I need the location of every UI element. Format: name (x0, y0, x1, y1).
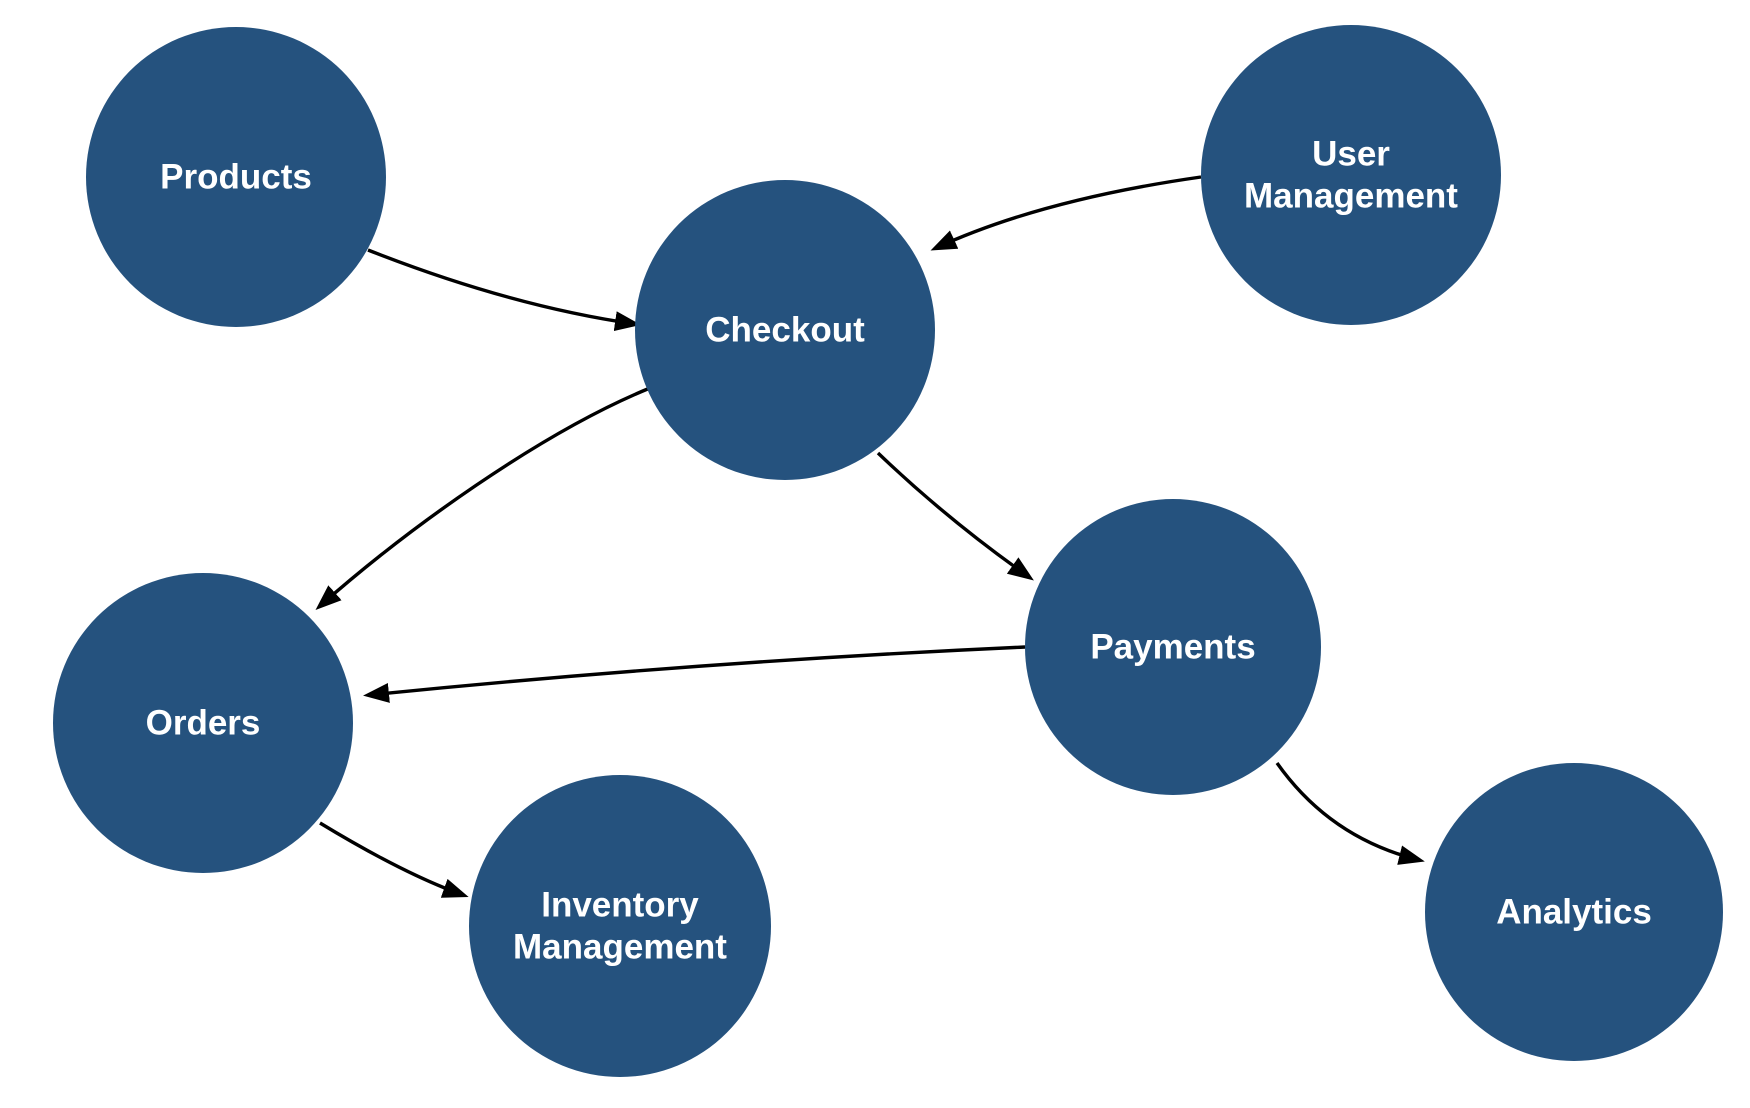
node-label-line: Management (1244, 177, 1458, 216)
node-label-checkout: Checkout (705, 311, 865, 350)
node-payments[interactable]: Payments (1025, 499, 1321, 795)
edge-payments-to-orders (363, 645, 1026, 703)
node-label-products: Products (160, 158, 312, 197)
orders-circle[interactable] (53, 573, 353, 873)
node-label-line: Inventory (541, 886, 699, 925)
node-label-line: Products (160, 158, 312, 197)
node-label-line: User (1312, 135, 1390, 174)
edge-products-to-checkout (367, 248, 641, 332)
node-orders[interactable]: Orders (53, 573, 353, 873)
node-label-line: Orders (146, 704, 261, 743)
edge-orders-to-inventory-management (319, 821, 469, 898)
edge-layer (315, 175, 1425, 898)
payments-circle[interactable] (1025, 499, 1321, 795)
edge-user-management-to-checkout (930, 175, 1202, 251)
node-products[interactable]: Products (86, 27, 386, 327)
edge-checkout-to-payments (876, 451, 1034, 581)
node-checkout[interactable]: Checkout (635, 180, 935, 480)
edge-payments-to-analytics (1275, 762, 1425, 865)
node-label-analytics: Analytics (1496, 893, 1652, 932)
node-label-line: Analytics (1496, 893, 1652, 932)
user-management-circle[interactable] (1201, 25, 1501, 325)
node-label-line: Management (513, 928, 727, 967)
node-label-line: Checkout (705, 311, 865, 350)
checkout-circle[interactable] (635, 180, 935, 480)
node-label-line: Payments (1090, 628, 1255, 667)
inventory-management-circle[interactable] (469, 775, 771, 1077)
node-label-payments: Payments (1090, 628, 1255, 667)
products-circle[interactable] (86, 27, 386, 327)
analytics-circle[interactable] (1425, 763, 1723, 1061)
node-label-orders: Orders (146, 704, 261, 743)
node-analytics[interactable]: Analytics (1425, 763, 1723, 1061)
edge-checkout-to-orders (315, 386, 651, 610)
